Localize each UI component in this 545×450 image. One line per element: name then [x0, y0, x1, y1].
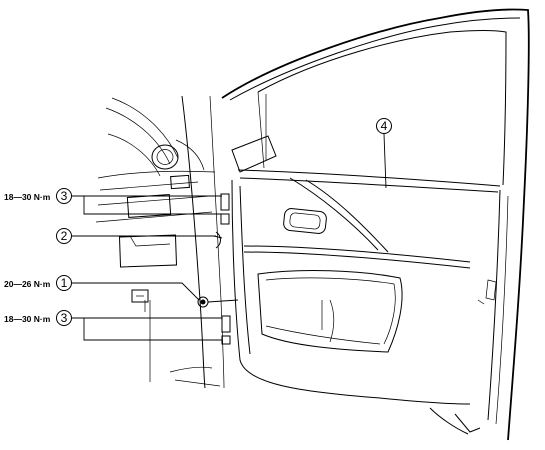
dashboard-illustration [95, 95, 225, 389]
callout-number: 2 [61, 229, 68, 243]
callout-number: 3 [61, 311, 68, 325]
callout-check-link-bolt: 20—26 N·m 1 [4, 275, 200, 301]
torque-spec-upper-hinge: 18—30 N·m [4, 192, 51, 202]
torque-spec-lower-hinge: 18—30 N·m [4, 314, 51, 324]
callout-number: 4 [381, 119, 388, 133]
callout-lower-hinge: 18—30 N·m 3 [4, 310, 222, 341]
callout-upper-hinge: 18—30 N·m 3 [4, 188, 222, 215]
callout-door-check-link: 2 [56, 228, 216, 244]
callout-number: 1 [61, 276, 68, 290]
callout-number: 3 [61, 189, 68, 203]
front-door-illustration [197, 8, 530, 441]
torque-spec-check-link-bolt: 20—26 N·m [4, 279, 51, 289]
callout-door-trim: 4 [376, 118, 392, 189]
